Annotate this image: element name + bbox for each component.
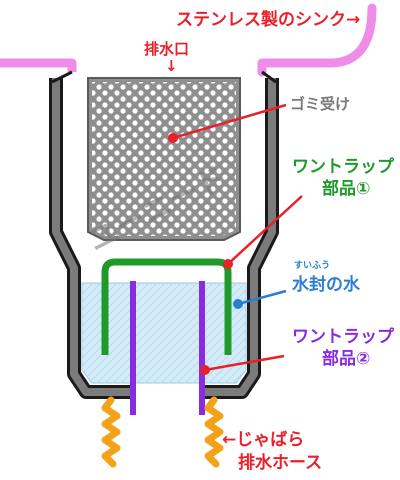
drain-body [49,70,279,399]
trap-part-1-label-line2: 部品① [322,179,371,199]
drain-hose-label-line2: 排水ホース [238,453,323,473]
drain-hose-right [204,396,224,468]
stainless-sink [0,3,377,77]
trap-part-2-left [130,281,136,415]
trap-part-2-label-line2: 部品② [322,349,371,369]
drain-port-arrow: ↓ [165,57,178,75]
water-seal-label: 水封の水 [292,275,360,295]
trap-part-1-marker [223,259,233,269]
debris-basket-label: ゴミ受け [290,95,351,113]
water-seal-ruby: すいふう [294,261,331,271]
trap-part-2-right [199,281,205,415]
water-seal-marker [233,299,243,309]
trap-part-1-label-line1: ワントラップ [292,157,394,177]
trap-part-2-marker [200,365,210,375]
debris-basket [87,77,241,241]
drain-port-label: 排水口 [144,40,190,58]
leader-lines [168,103,303,375]
trap-part-2-label-line1: ワントラップ [292,327,394,347]
sink-label: ステンレス製のシンク→ [176,10,361,30]
drain-hose-label-line1: ←じゃばら [222,430,305,450]
debris-basket-marker [168,133,178,143]
drain-hose-left [101,396,121,468]
